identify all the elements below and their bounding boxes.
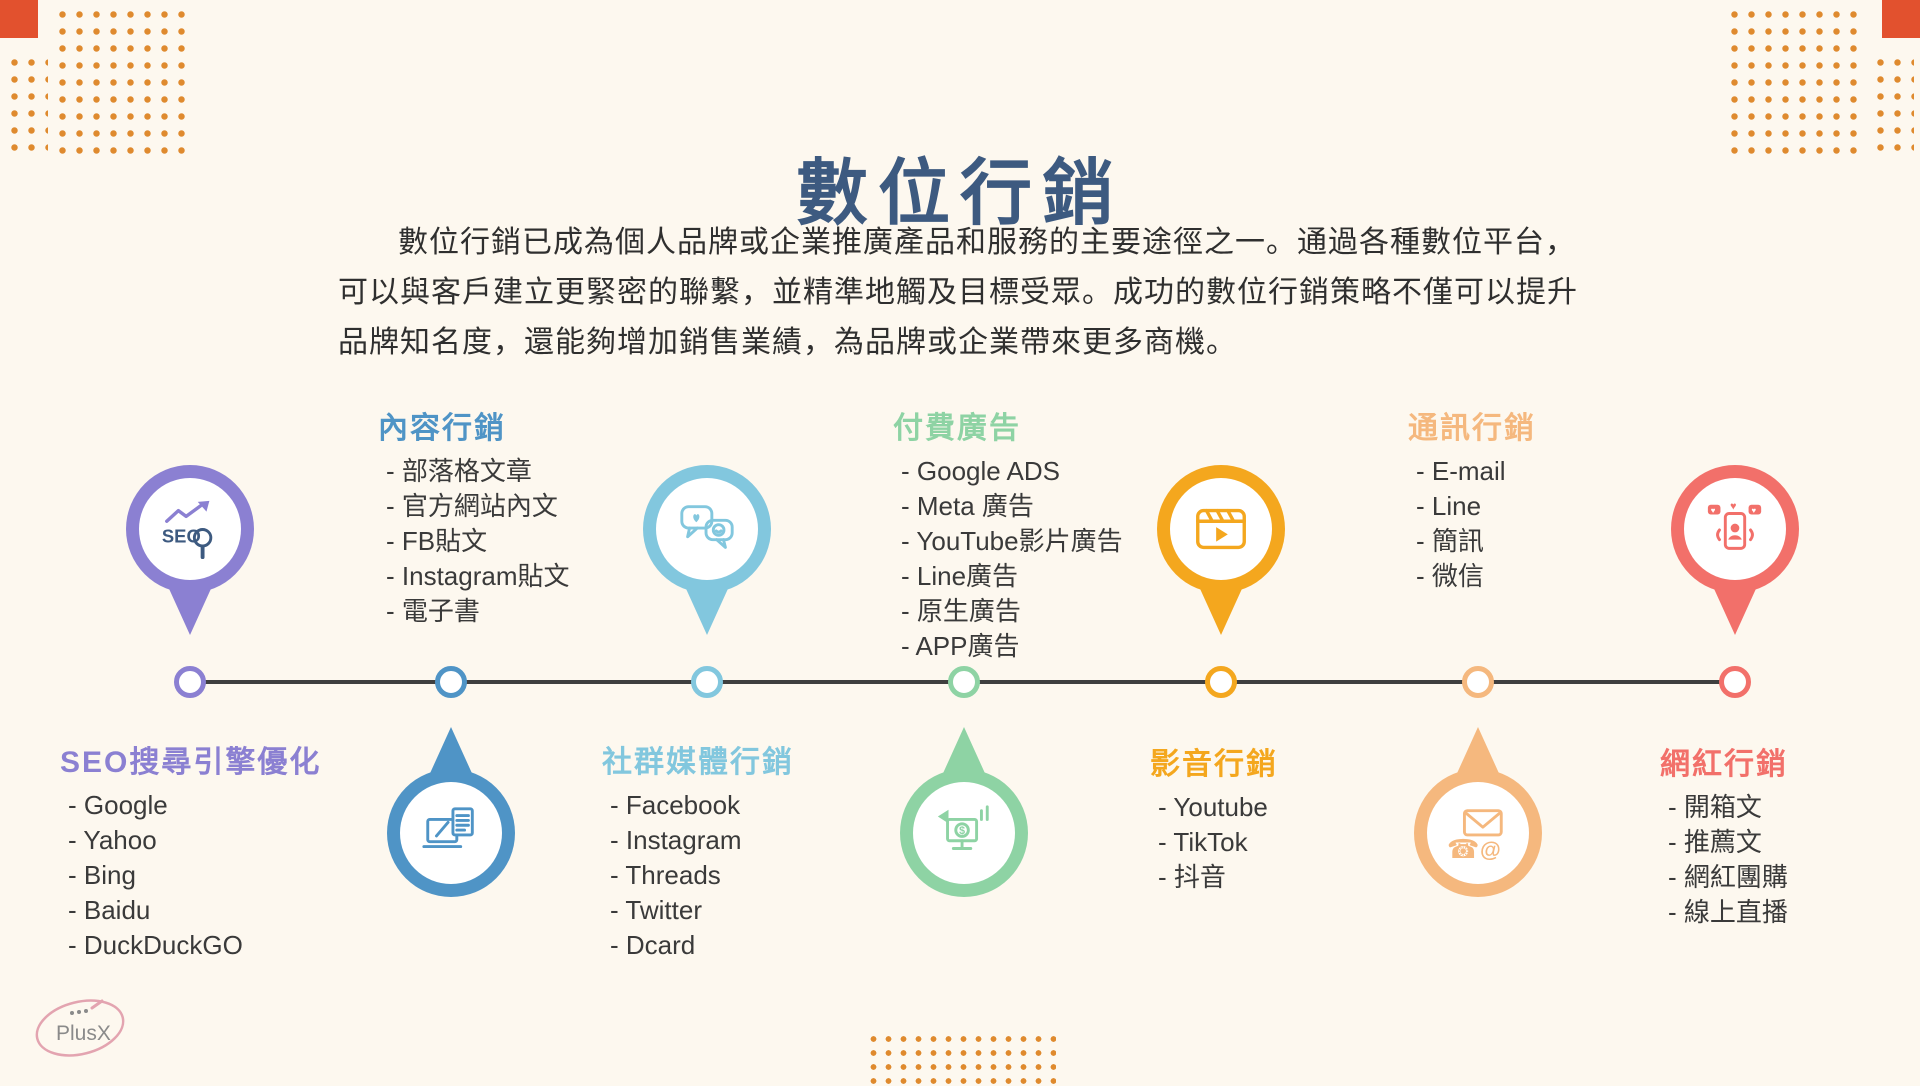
list-item: - Instagram	[610, 825, 742, 855]
timeline-node-comm	[1462, 666, 1494, 698]
category-items: - Facebook - Instagram - Threads - Twitt…	[610, 788, 794, 963]
pin-communication: @ ☎	[1414, 727, 1542, 897]
logo-pencil-icon	[90, 999, 104, 1010]
category-title: 通訊行銷	[1408, 412, 1536, 445]
logo-swoosh-icon	[35, 999, 125, 1057]
category-items: - Google ADS - Meta 廣告 - YouTube影片廣告 - L…	[901, 454, 1123, 664]
category-seo: SEO搜尋引擎優化 - Google - Yahoo - Bing - Baid…	[60, 744, 321, 963]
page-title: 數位行銷	[795, 150, 1124, 236]
svg-text:☎: ☎	[1447, 834, 1480, 864]
category-items: - 部落格文章 - 官方網站內文 - FB貼文 - Instagram貼文 - …	[386, 454, 570, 629]
category-social-media: 社群媒體行銷 - Facebook - Instagram - Threads …	[602, 744, 794, 963]
pin-seo: SEO	[126, 465, 254, 635]
category-title: 付費廣告	[893, 412, 1021, 445]
pin-content	[387, 727, 515, 897]
seo-magnifier-icon: SEO	[139, 478, 241, 580]
list-item: - E-mail	[1416, 456, 1506, 486]
pin-influencer: ♥ ♥ ♥	[1671, 465, 1799, 635]
category-communication: 通訊行銷 - E-mail - Line - 簡訊 - 微信	[1408, 410, 1536, 594]
timeline-node-paid	[948, 666, 980, 698]
list-item: - 簡訊	[1416, 526, 1484, 556]
ads-monitor-icon: $	[913, 782, 1015, 884]
category-title: 網紅行銷	[1660, 748, 1788, 781]
category-title: SEO搜尋引擎優化	[60, 746, 322, 779]
list-item: - APP廣告	[901, 631, 1020, 661]
dot-pattern-top-right	[1726, 6, 1866, 156]
svg-text:♥: ♥	[1711, 506, 1716, 515]
svg-text:♥: ♥	[1730, 501, 1736, 513]
list-item: - 開箱文	[1668, 792, 1762, 822]
svg-text:♥: ♥	[1751, 506, 1756, 515]
dot-pattern-top-left	[54, 6, 194, 156]
svg-text:$: $	[959, 825, 965, 837]
category-items: - Youtube - TikTok - 抖音	[1158, 790, 1278, 895]
influencer-phone-icon: ♥ ♥ ♥	[1684, 478, 1786, 580]
logo-text: PlusX	[56, 1022, 111, 1045]
list-item: - 官方網站內文	[386, 491, 558, 521]
list-item: - Youtube	[1158, 792, 1268, 822]
intro-paragraph: 數位行銷已成為個人品牌或企業推廣產品和服務的主要途徑之一。通過各種數位平台，可以…	[338, 226, 1578, 359]
list-item: - Baidu	[68, 895, 151, 925]
category-items: - E-mail - Line - 簡訊 - 微信	[1416, 454, 1536, 594]
timeline-node-content	[435, 666, 467, 698]
list-item: - Dcard	[610, 930, 696, 960]
list-item: - Instagram貼文	[386, 561, 570, 591]
category-paid-ads: 付費廣告 - Google ADS - Meta 廣告 - YouTube影片廣…	[893, 410, 1123, 664]
list-item: - YouTube影片廣告	[901, 526, 1123, 556]
list-item: - 推薦文	[1668, 827, 1762, 857]
svg-text:@: @	[1480, 838, 1501, 862]
corner-square-top-right	[1882, 0, 1920, 38]
timeline-node-influencer	[1719, 666, 1751, 698]
category-title: 影音行銷	[1150, 748, 1278, 781]
dot-pattern-top-left-side	[6, 54, 48, 156]
laptop-writing-icon	[400, 782, 502, 884]
list-item: - 部落格文章	[386, 456, 532, 486]
list-item: - Threads	[610, 860, 721, 890]
list-item: - 抖音	[1158, 862, 1226, 892]
list-item: - Twitter	[610, 895, 702, 925]
pin-paid-ads: $	[900, 727, 1028, 897]
list-item: - Google	[68, 790, 168, 820]
pin-video	[1157, 465, 1285, 635]
list-item: - 原生廣告	[901, 596, 1021, 626]
list-item: - Yahoo	[68, 825, 157, 855]
svg-text:SEO: SEO	[162, 526, 201, 547]
timeline-node-social	[691, 666, 723, 698]
logo: PlusX	[28, 988, 148, 1068]
list-item: - Line	[1416, 491, 1482, 521]
category-items: - Google - Yahoo - Bing - Baidu - DuckDu…	[68, 788, 321, 963]
list-item: - FB貼文	[386, 526, 488, 556]
list-item: - Line廣告	[901, 561, 1019, 591]
list-item: - Bing	[68, 860, 136, 890]
list-item: - TikTok	[1158, 827, 1248, 857]
category-content: 內容行銷 - 部落格文章 - 官方網站內文 - FB貼文 - Instagram…	[378, 410, 570, 629]
dot-pattern-top-right-side	[1872, 54, 1914, 156]
timeline-node-seo	[174, 666, 206, 698]
category-title: 社群媒體行銷	[602, 746, 794, 779]
list-item: - 微信	[1416, 561, 1484, 591]
list-item: - 網紅團購	[1668, 862, 1788, 892]
list-item: - Meta 廣告	[901, 491, 1034, 521]
chat-bubbles-icon	[656, 478, 758, 580]
category-video: 影音行銷 - Youtube - TikTok - 抖音	[1150, 746, 1278, 895]
video-clapper-icon	[1170, 478, 1272, 580]
dot-pattern-bottom	[866, 1032, 1056, 1086]
list-item: - 線上直播	[1668, 897, 1788, 927]
category-influencer: 網紅行銷 - 開箱文 - 推薦文 - 網紅團購 - 線上直播	[1660, 746, 1788, 930]
list-item: - DuckDuckGO	[68, 930, 243, 960]
phone-email-icon: @ ☎	[1427, 782, 1529, 884]
list-item: - Google ADS	[901, 456, 1060, 486]
pin-social-media	[643, 465, 771, 635]
list-item: - 電子書	[386, 596, 480, 626]
category-items: - 開箱文 - 推薦文 - 網紅團購 - 線上直播	[1668, 790, 1788, 930]
corner-square-top-left	[0, 0, 38, 38]
list-item: - Facebook	[610, 790, 741, 820]
category-title: 內容行銷	[378, 412, 506, 445]
timeline-node-video	[1205, 666, 1237, 698]
